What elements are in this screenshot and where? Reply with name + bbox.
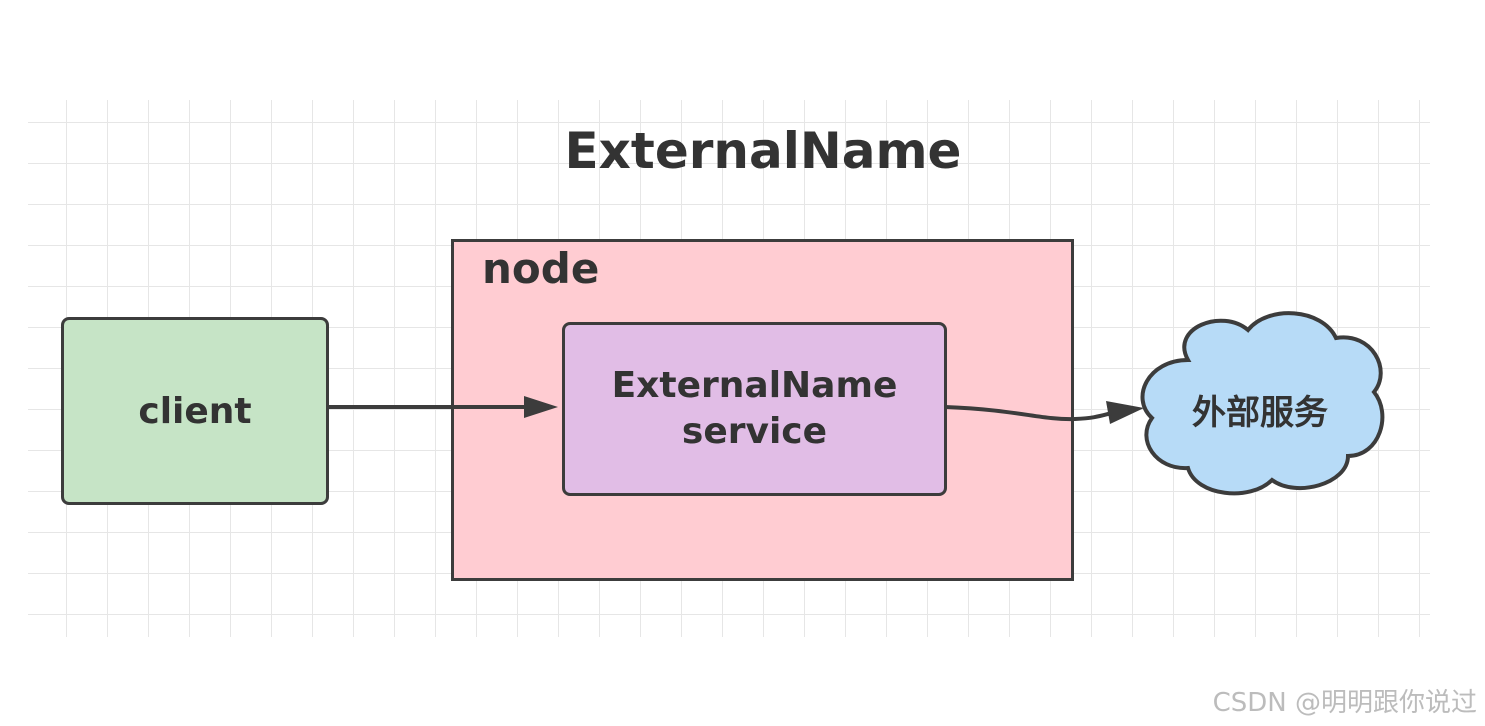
edge-service-to-external-arrowhead <box>1106 401 1144 424</box>
client-box[interactable]: client <box>61 317 329 505</box>
client-label: client <box>138 390 252 432</box>
edge-service-to-external <box>944 405 1113 422</box>
service-label-line2: service <box>681 411 828 452</box>
externalname-service-box[interactable]: ExternalName service <box>562 322 947 496</box>
cloud-shape[interactable] <box>1140 311 1385 496</box>
diagram-title: ExternalName <box>564 122 962 180</box>
node-label: node <box>482 244 600 293</box>
edge-client-to-service-arrowhead <box>524 396 558 418</box>
external-service-label: 外部服务 <box>1192 393 1328 433</box>
service-label-line1: ExternalName <box>611 365 898 406</box>
watermark: CSDN @明明跟你说过 <box>1212 688 1477 718</box>
